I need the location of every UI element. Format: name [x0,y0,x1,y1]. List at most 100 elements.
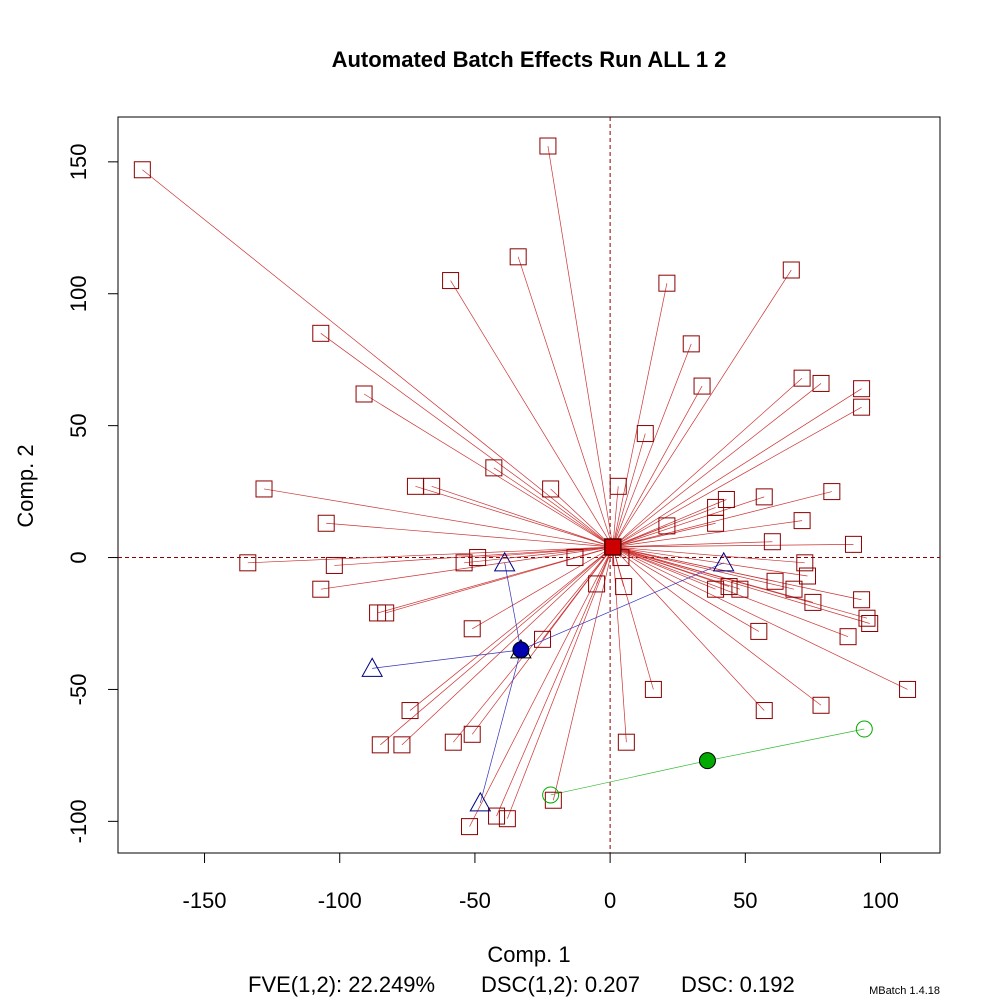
y-tick-label: 150 [66,143,91,180]
square-point [853,398,871,416]
square-point [755,488,773,506]
square-spoke-line [496,546,614,817]
plot-area [117,116,941,854]
x-tick-label: -50 [459,888,491,913]
square-point [455,554,473,572]
square-spoke-line [612,269,792,548]
square-point [812,696,830,714]
square-point [853,380,871,398]
square-point [812,374,830,392]
square-spoke-line [612,546,862,601]
x-tick-label: 100 [862,888,899,913]
y-tick-label: -50 [66,674,91,706]
square-point [377,604,395,622]
square-spoke-line [380,546,614,746]
square-spoke-line [612,546,868,619]
square-spoke-line [464,546,613,564]
square-spoke-line [612,491,832,548]
square-point [485,459,503,477]
square-spoke-line [612,433,646,548]
square-point [444,733,462,751]
square-point [720,578,738,596]
square-spoke-line [612,525,668,548]
square-spoke-line [415,485,613,548]
square-point [534,630,552,648]
square-point [401,702,419,720]
square-point [423,477,441,495]
square-spoke-line [247,546,613,564]
square-spoke-line [612,546,716,590]
square-point [804,593,822,611]
y-tick-label: -100 [66,799,91,843]
square-point [853,591,871,609]
circle-spoke-line [550,760,708,796]
square-point [658,274,676,292]
square-spoke-line [612,546,822,706]
square-spoke-line [142,169,614,548]
triangle-spoke-line [504,562,522,650]
square-spoke-line [612,546,741,590]
square-point [461,818,479,836]
square-spoke-line [377,546,613,614]
square-spoke-line [385,546,613,614]
square-point [707,580,725,598]
square-point [782,261,800,279]
square-point [463,620,481,638]
square-spoke-line [612,546,908,690]
square-point [312,324,330,342]
chart-title: Automated Batch Effects Run ALL 1 2 [332,47,727,72]
square-spoke-line [363,393,614,548]
x-tick-label: 50 [733,888,757,913]
square-spoke-line [431,485,613,548]
square-spoke-line [472,546,613,630]
square-point [488,807,506,825]
circle-point [542,786,560,804]
square-spoke-line [401,546,614,746]
square-point [750,622,768,640]
square-point [636,425,654,443]
square-spoke-line [612,377,803,548]
square-spoke-line [612,385,703,548]
circle-point [855,720,873,738]
square-spoke-line [612,383,822,548]
x-tick-label: -100 [318,888,362,913]
x-tick-label: 0 [604,888,616,913]
square-spoke-line [320,546,613,590]
square-point [509,248,527,266]
triangle-point [493,551,516,572]
square-point [442,272,460,290]
square-point [731,580,749,598]
square-point [707,514,725,532]
square-spoke-line [263,488,613,548]
square-point [839,628,857,646]
square-spoke-line [493,467,614,548]
square-point [255,480,273,498]
triangle-point [712,551,735,572]
square-point [693,377,711,395]
square-point [469,549,487,567]
square-spoke-line [612,520,803,548]
square-point [793,512,811,530]
square-point [317,514,335,532]
triangle-spoke-line [520,562,724,651]
square-point [617,733,635,751]
square-spoke-line [477,546,613,558]
y-tick-label: 50 [66,413,91,437]
square-spoke-line [612,388,862,548]
square-spoke-line [612,496,765,548]
square-spoke-line [612,546,849,638]
y-tick-label: 100 [66,275,91,312]
square-point [133,161,151,179]
square-spoke-line [334,546,613,566]
triangle-spoke-line [372,649,521,669]
square-spoke-line [326,522,613,548]
square-spoke-line [450,280,614,548]
square-point [542,480,560,498]
square-point [793,369,811,387]
square-spoke-line [612,546,654,690]
square-spoke-line [612,546,760,632]
x-axis-label: Comp. 1 [487,942,570,967]
square-point [644,680,662,698]
square-point [463,725,481,743]
